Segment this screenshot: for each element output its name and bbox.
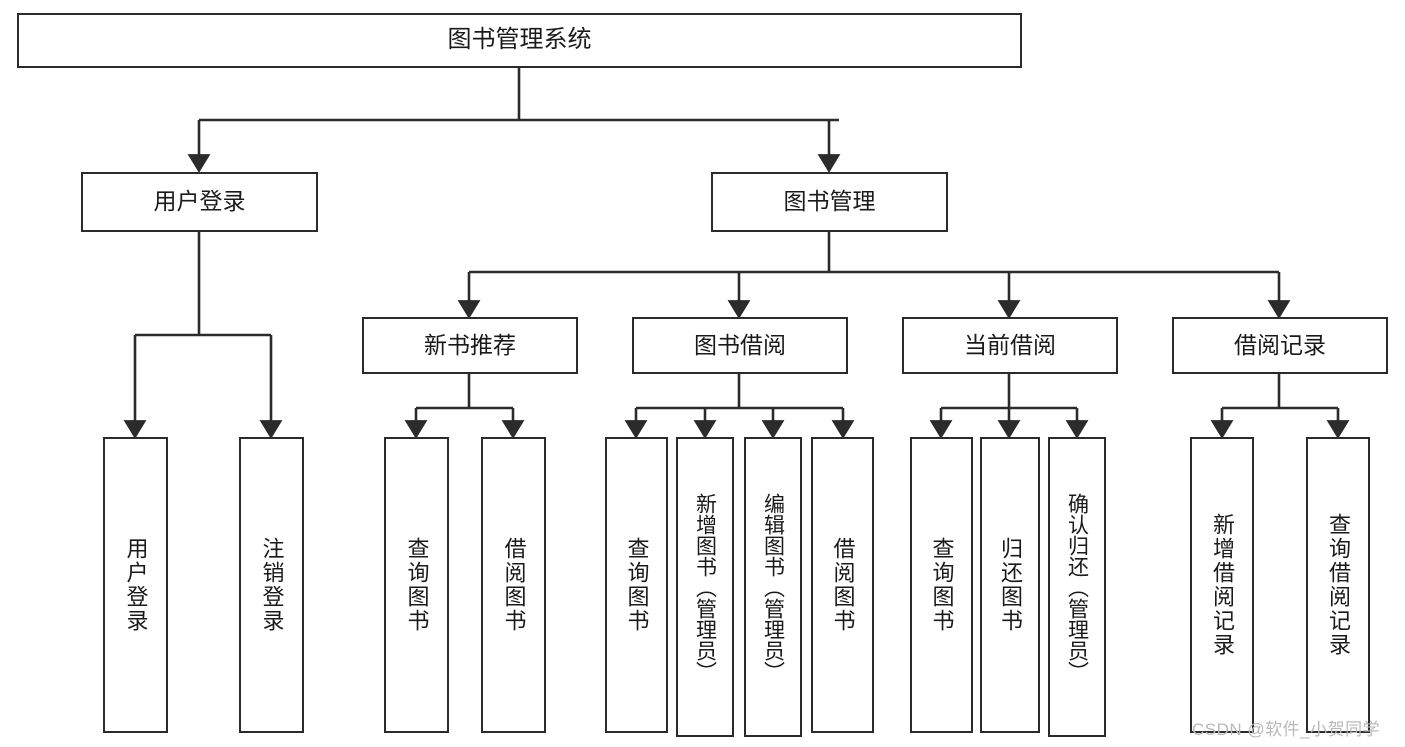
node-leaf-borrow-book-1-label: 借阅图书 — [501, 537, 527, 633]
node-book-borrow[interactable]: 图书借阅 — [632, 317, 848, 374]
node-leaf-query-book-2-label: 查询图书 — [624, 537, 650, 633]
node-borrow-record[interactable]: 借阅记录 — [1172, 317, 1388, 374]
node-leaf-borrow-book-2[interactable]: 借阅图书 — [811, 437, 874, 733]
node-leaf-user-login[interactable]: 用户登录 — [103, 437, 168, 733]
node-user-login[interactable]: 用户登录 — [81, 172, 318, 232]
node-leaf-query-book-3-label: 查询图书 — [929, 537, 955, 633]
csdn-watermark: CSDN @软件_小贺同学 — [1192, 720, 1381, 739]
node-new-book-recommend[interactable]: 新书推荐 — [362, 317, 578, 374]
node-leaf-return-book-label: 归还图书 — [998, 537, 1023, 633]
node-current-borrow[interactable]: 当前借阅 — [902, 317, 1118, 374]
node-leaf-edit-book-label: 编辑图书（管理员） — [761, 492, 785, 682]
node-leaf-add-book[interactable]: 新增图书（管理员） — [676, 437, 734, 737]
node-leaf-add-book-label: 新增图书（管理员） — [693, 492, 717, 682]
node-leaf-borrow-book-1[interactable]: 借阅图书 — [481, 437, 546, 733]
node-leaf-query-book-3[interactable]: 查询图书 — [910, 437, 973, 733]
node-book-management-label: 图书管理 — [783, 188, 876, 215]
node-leaf-query-book-1[interactable]: 查询图书 — [384, 437, 449, 733]
node-root-label: 图书管理系统 — [447, 26, 592, 54]
node-leaf-user-logout[interactable]: 注销登录 — [239, 437, 304, 733]
node-leaf-add-record[interactable]: 新增借阅记录 — [1190, 437, 1254, 733]
node-new-book-recommend-label: 新书推荐 — [424, 331, 516, 358]
node-leaf-confirm-return[interactable]: 确认归还（管理员） — [1048, 437, 1106, 737]
node-book-borrow-label: 图书借阅 — [694, 331, 786, 358]
node-leaf-return-book[interactable]: 归还图书 — [980, 437, 1040, 733]
node-leaf-borrow-book-2-label: 借阅图书 — [830, 537, 856, 633]
node-leaf-query-record[interactable]: 查询借阅记录 — [1306, 437, 1370, 733]
node-leaf-edit-book[interactable]: 编辑图书（管理员） — [744, 437, 802, 737]
node-borrow-record-label: 借阅记录 — [1234, 331, 1326, 358]
node-leaf-add-record-label: 新增借阅记录 — [1210, 513, 1235, 657]
node-leaf-user-logout-label: 注销登录 — [259, 537, 285, 633]
node-leaf-confirm-return-label: 确认归还（管理员） — [1065, 492, 1089, 682]
node-leaf-query-book-1-label: 查询图书 — [404, 537, 430, 633]
node-current-borrow-label: 当前借阅 — [964, 331, 1056, 358]
node-leaf-query-record-label: 查询借阅记录 — [1326, 513, 1351, 657]
node-book-management[interactable]: 图书管理 — [711, 172, 948, 232]
node-root[interactable]: 图书管理系统 — [17, 13, 1022, 68]
node-leaf-user-login-label: 用户登录 — [123, 537, 149, 633]
node-user-login-label: 用户登录 — [153, 188, 246, 215]
node-leaf-query-book-2[interactable]: 查询图书 — [605, 437, 668, 733]
